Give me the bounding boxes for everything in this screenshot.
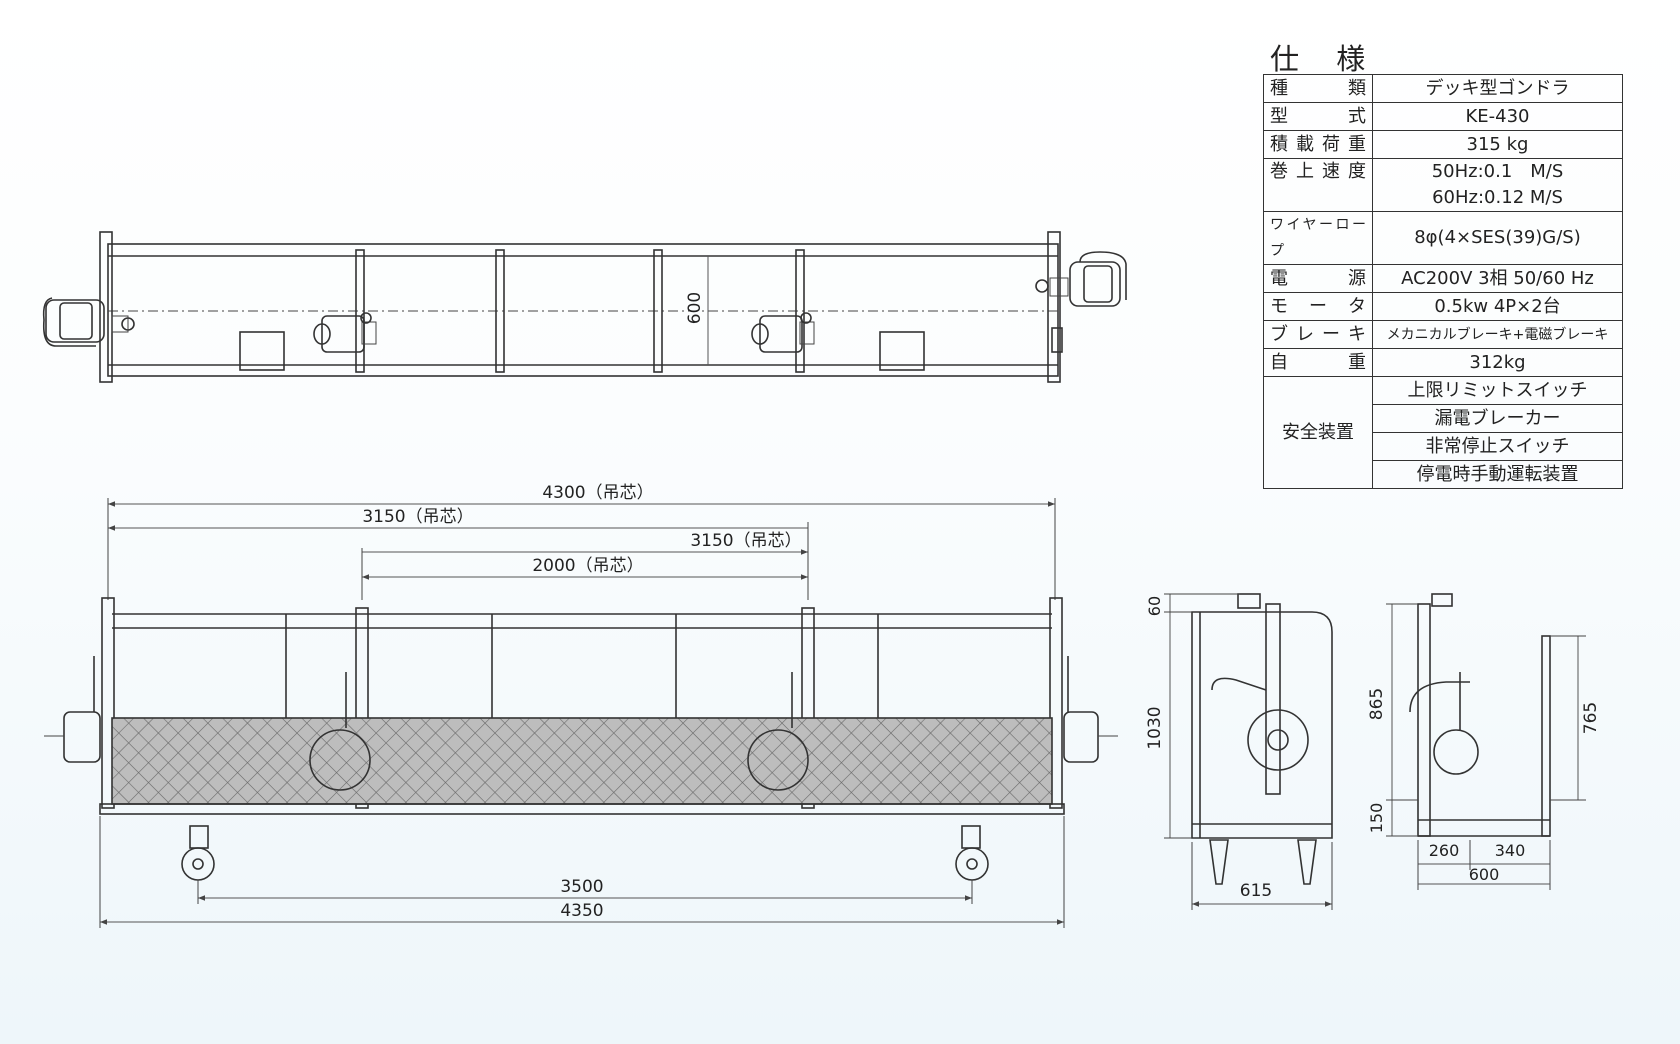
dim-3150-left: 3150（吊芯） <box>362 507 473 527</box>
dim-end-600: 600 <box>1469 865 1500 884</box>
dim-2000: 2000（吊芯） <box>532 556 643 576</box>
dim-side-60: 60 <box>1145 596 1164 616</box>
spec-row-brake: ブレーキ メカニカルブレーキ+電磁ブレーキ <box>1263 320 1623 349</box>
spec-row-safety-1: 安全装置 上限リミットスイッチ <box>1263 376 1623 489</box>
top-view-cross-member <box>355 249 365 373</box>
mid-hoist-right <box>751 312 815 353</box>
dim-end-340: 340 <box>1495 841 1526 860</box>
spec-label: ワイヤーロープ <box>1263 211 1373 265</box>
top-view: 600 <box>42 231 1127 383</box>
spec-label-safety: 安全装置 <box>1263 376 1373 489</box>
dim-3150-right: 3150（吊芯） <box>690 531 801 551</box>
end-view-frame <box>1417 603 1431 837</box>
spec-value: 315 kg <box>1372 130 1623 159</box>
end-hoist-left <box>42 297 135 347</box>
spec-row-safety-3: 非常停止スイッチ <box>1264 432 1623 461</box>
hoist-drum <box>309 729 371 791</box>
spec-safety-item: 非常停止スイッチ <box>1372 432 1623 461</box>
dim-4350: 4350 <box>560 901 603 921</box>
spec-safety-item: 漏電ブレーカー <box>1372 404 1623 433</box>
spec-label: ブレーキ <box>1263 320 1373 349</box>
spec-speed-50hz: 50Hz:0.1 M/S <box>1431 161 1564 182</box>
spec-row-motor: モータ 0.5kw 4P×2台 <box>1263 292 1623 321</box>
spec-value: 50Hz:0.1 M/S 60Hz:0.12 M/S <box>1372 158 1623 212</box>
dim-3500: 3500 <box>560 877 603 897</box>
mid-hoist-left <box>313 312 377 353</box>
dim-top-view-width: 600 <box>685 292 705 324</box>
dim-end-865: 865 <box>1367 688 1387 720</box>
hoist-upright <box>355 607 369 809</box>
spec-label: モータ <box>1263 292 1373 321</box>
spec-row-type: 種 類 デッキ型ゴンドラ <box>1263 74 1623 103</box>
dim-4300: 4300（吊芯） <box>542 483 653 503</box>
top-view-frame <box>107 243 1059 377</box>
spec-table: 種 類 デッキ型ゴンドラ 型 式 KE-430 積載荷重 315 kg 巻上速度… <box>1263 74 1623 489</box>
spec-label: 種 類 <box>1263 74 1373 103</box>
control-box <box>239 331 285 371</box>
hoist-drum <box>747 729 809 791</box>
control-box <box>879 331 925 371</box>
hoist-upright <box>801 607 815 809</box>
spec-value: メカニカルブレーキ+電磁ブレーキ <box>1372 320 1623 349</box>
spec-value: デッキ型ゴンドラ <box>1372 74 1623 103</box>
spec-speed-60hz: 60Hz:0.12 M/S <box>1432 187 1563 208</box>
dim-end-765: 765 <box>1581 702 1601 734</box>
mesh-deck <box>111 717 1053 805</box>
spec-safety-item: 停電時手動運転装置 <box>1372 460 1623 489</box>
dim-end-150: 150 <box>1367 803 1386 834</box>
spec-title: 仕 様 <box>1270 42 1380 76</box>
front-view: 4300（吊芯） 3150（吊芯） 3150（吊芯） 2000（吊芯） <box>44 483 1118 928</box>
spec-label: 積載荷重 <box>1263 130 1373 159</box>
side-view: 60 1030 615 <box>1145 593 1333 910</box>
spec-label: 型 式 <box>1263 102 1373 131</box>
spec-value: AC200V 3相 50/60 Hz <box>1372 264 1623 293</box>
spec-row-safety-2: 漏電ブレーカー <box>1264 404 1623 433</box>
spec-row-wire: ワイヤーロープ 8φ(4×SES(39)G/S) <box>1263 211 1623 265</box>
side-view-frame <box>1191 611 1333 839</box>
caster-left <box>181 825 215 881</box>
dim-end-260: 260 <box>1429 841 1460 860</box>
spec-label: 電 源 <box>1263 264 1373 293</box>
spec-value: 0.5kw 4P×2台 <box>1372 292 1623 321</box>
end-view: 865 150 765 260 340 600 <box>1367 593 1601 890</box>
spec-row-safety-4: 停電時手動運転装置 <box>1264 460 1623 489</box>
spec-value: 312kg <box>1372 348 1623 377</box>
spec-row-load: 積載荷重 315 kg <box>1263 130 1623 159</box>
spec-row-speed: 巻上速度 50Hz:0.1 M/S 60Hz:0.12 M/S <box>1263 158 1623 212</box>
dim-side-615: 615 <box>1240 881 1272 901</box>
spec-row-power: 電 源 AC200V 3相 50/60 Hz <box>1263 264 1623 293</box>
spec-label: 巻上速度 <box>1263 158 1373 212</box>
end-hoist-right <box>1035 251 1127 353</box>
caster-right <box>955 825 989 881</box>
dim-side-1030: 1030 <box>1145 706 1165 749</box>
